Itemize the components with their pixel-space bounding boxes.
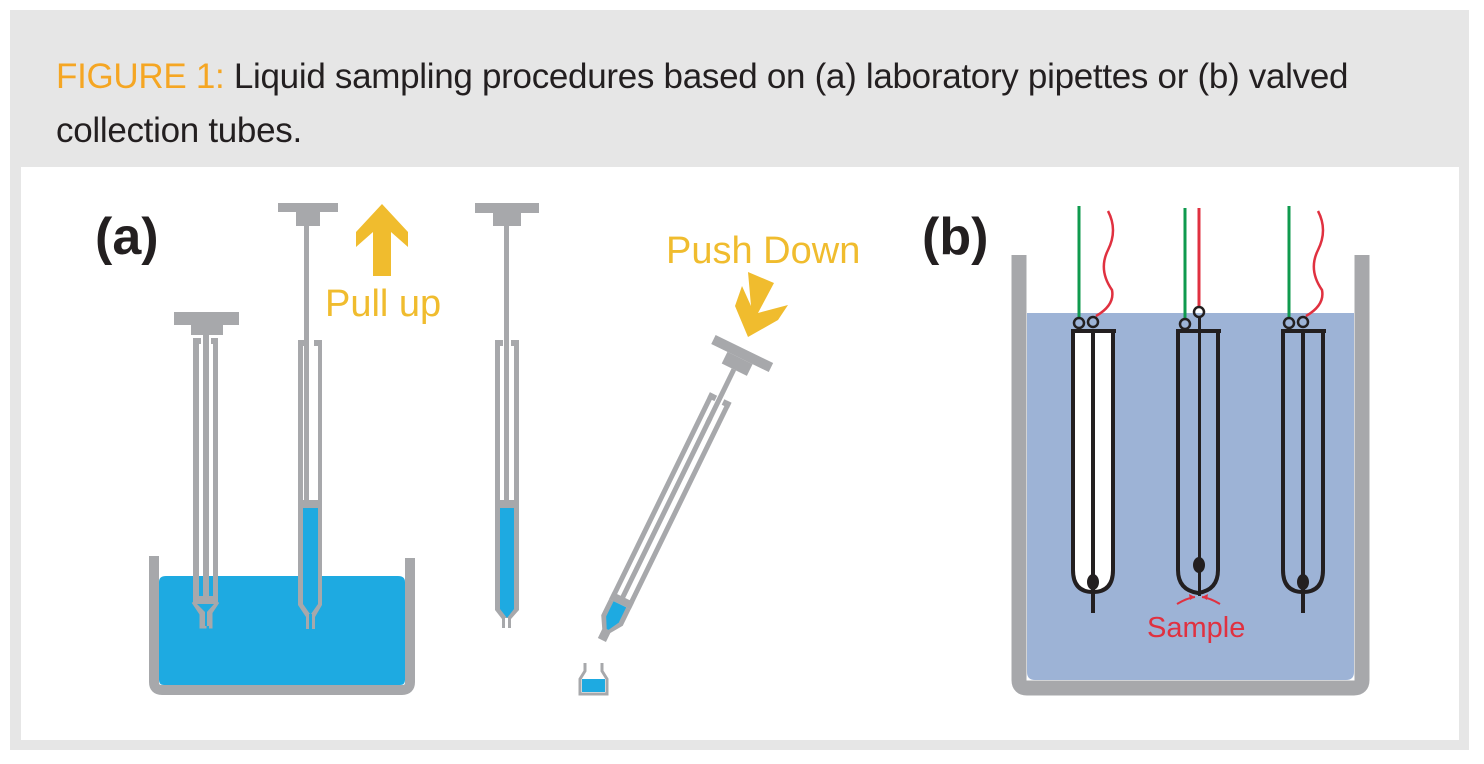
sample-label: Sample: [1147, 612, 1245, 644]
tube-3-red-wire: [1305, 210, 1325, 318]
figure-canvas: (a): [21, 167, 1459, 740]
vial-liquid: [582, 679, 605, 692]
tube-1-valve-ball: [1087, 574, 1099, 590]
figure-label: FIGURE 1:: [56, 57, 225, 96]
tube-3-valve-ring: [1282, 316, 1296, 330]
pipette-1-plunger-cap: [174, 312, 239, 325]
beaker-a-wall: [149, 556, 415, 695]
collection-vial: [578, 663, 609, 696]
tube-3: [1281, 206, 1326, 613]
pull-up-label: Pull up: [325, 283, 441, 325]
tube-1-stem: [1091, 329, 1095, 613]
beaker-a-liquid: [159, 576, 405, 685]
tube-1: [1071, 206, 1116, 613]
pipette-3-liquid: [500, 508, 514, 596]
pipette-4-liquid: [606, 601, 627, 630]
panel-b: (b): [922, 206, 1370, 696]
push-down-arrow: Push Down: [666, 230, 860, 337]
pipette-4-plunger-cap: [711, 334, 774, 373]
panel-b-label: (b): [922, 208, 988, 266]
diagram-svg: (a): [95, 203, 1370, 696]
tube-3-valve-ball: [1297, 574, 1309, 590]
tube-3-stem: [1301, 329, 1305, 613]
tube-2-stem: [1198, 331, 1201, 596]
figure-caption: FIGURE 1: Liquid sampling procedures bas…: [56, 50, 1436, 158]
arrow-up-icon: [356, 204, 408, 276]
pipette-1-rod: [203, 335, 209, 599]
panel-a-label: (a): [95, 208, 159, 266]
pipette-3-plunger-cap: [475, 203, 539, 213]
tube-2-valve-ball: [1193, 557, 1205, 573]
tube-2: Sample: [1147, 208, 1245, 644]
figure-caption-text: Liquid sampling procedures based on (a) …: [56, 57, 1349, 150]
pull-up-arrow: Pull up: [325, 204, 441, 325]
pipette-4-piston: [609, 591, 635, 610]
beaker-a: [149, 556, 415, 695]
pipette-1: [174, 312, 239, 629]
pipette-2-piston: [298, 500, 322, 508]
tube-1-red-wire: [1095, 210, 1115, 318]
panel-a: (a): [95, 203, 860, 696]
pipette-4: [597, 334, 774, 642]
tube-1-valve-ring: [1072, 316, 1086, 330]
pipette-3-rod: [504, 226, 509, 506]
vial-outline: [578, 663, 609, 696]
push-down-label: Push Down: [666, 230, 860, 272]
pipette-2-plunger-cap: [278, 203, 338, 212]
pipette-4-rod: [705, 368, 737, 425]
pipette-2: [278, 203, 338, 629]
pipette-3: [475, 203, 539, 628]
pipette-3-piston: [495, 500, 519, 508]
arrow-down-left-icon: [735, 272, 788, 337]
pipette-2-rod: [304, 226, 309, 506]
beaker-b-wall: [1011, 255, 1370, 696]
pipette-2-liquid: [303, 508, 318, 602]
